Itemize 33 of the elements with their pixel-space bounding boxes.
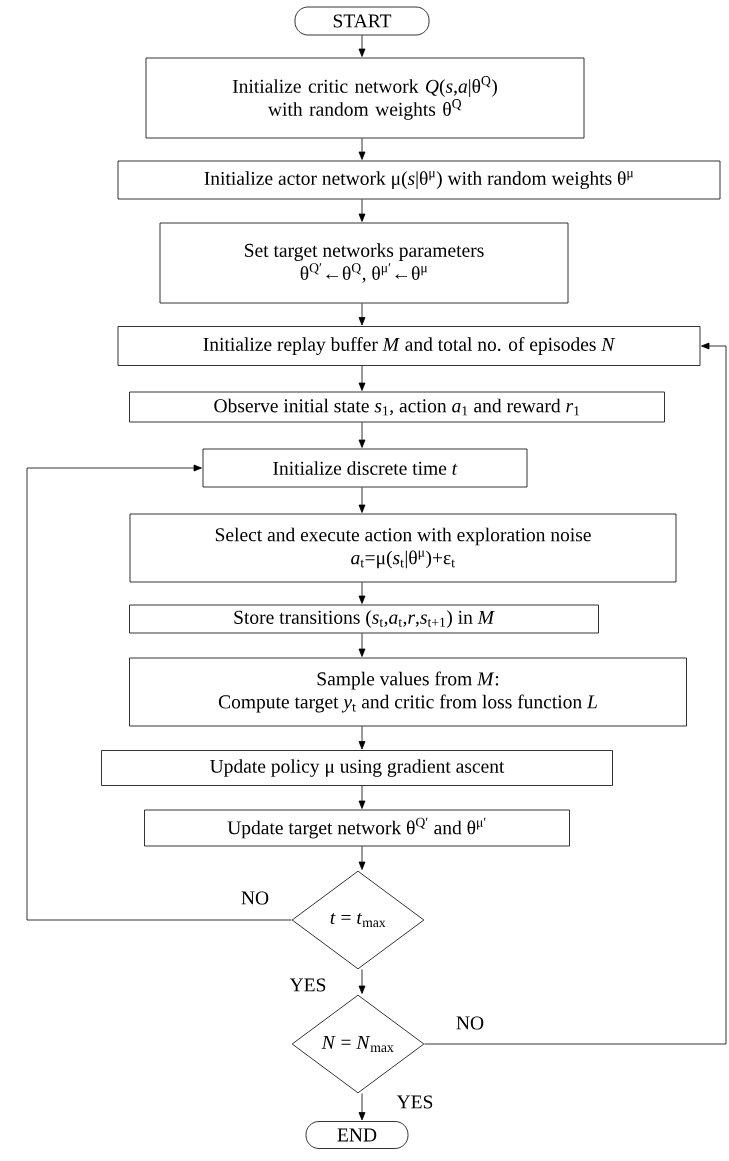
edge-label: NO — [454, 1015, 486, 1031]
edge-label: YES — [395, 1094, 435, 1110]
arrow — [358, 138, 366, 160]
arrow — [358, 422, 366, 448]
arrow — [424, 342, 727, 1045]
arrow — [358, 35, 366, 57]
edge-label: YES — [288, 977, 328, 993]
arrow — [358, 199, 366, 222]
process-box: Initialize replay buffer M and total no. of episodes N — [117, 326, 701, 366]
terminal-box: START — [294, 6, 430, 36]
process-box: Initialize discrete time t — [202, 448, 528, 488]
edge-label: NO — [239, 890, 271, 906]
arrow — [358, 633, 366, 657]
terminal-box: END — [305, 1121, 409, 1149]
process-box: Initialize critic network Q(s,a|θ$^{Q}$) with random weights θ$^{Q}$ — [145, 57, 585, 139]
process-box: Store transitions (s$_{t}$,a$_{t}$,r,s$_{t+1}$) in M — [129, 604, 599, 634]
arrow — [358, 303, 366, 326]
arrow — [26, 464, 292, 921]
arrow — [358, 365, 366, 391]
arrow — [358, 846, 366, 870]
arrow — [358, 582, 366, 604]
arrow — [358, 487, 366, 513]
arrow — [358, 969, 366, 994]
process-box: Observe initial state s$_{1}$, action a$_{1}$ and reward r$_{1}$ — [129, 391, 665, 423]
process-box: Update target network θ$^{Q′}$ and θ$^{μ′}$ — [144, 809, 570, 847]
process-box: Initialize actor network μ(s|θ$^{μ}$) with random weights θ$^{μ}$ — [117, 160, 721, 200]
process-box: Sample values from M: Compute target y$_{t}$ and critic from loss function L — [129, 657, 687, 727]
process-box: Set target networks parameters θ$^{Q′}$←θ$^{Q}$, θ$^{μ′}$←θ$^{μ}$ — [159, 222, 569, 304]
process-box: Update policy μ using gradient ascent — [101, 750, 613, 786]
arrow — [358, 785, 366, 809]
arrow — [358, 1093, 366, 1121]
process-box: Select and execute action with exploration noise a$_{t}$=μ(s$_{t}$|θ$^{μ}$)+ε$_{t}$ — [129, 513, 677, 583]
arrow — [358, 726, 366, 750]
